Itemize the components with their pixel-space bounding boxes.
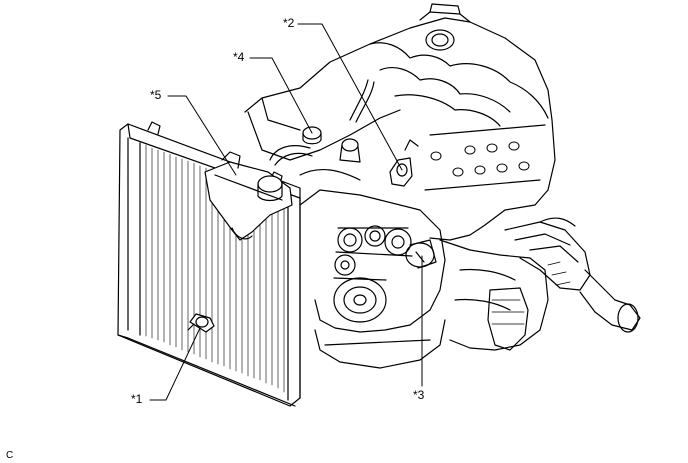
callout-label-4: *4: [233, 50, 245, 64]
callout-label-5: *5: [150, 88, 162, 102]
reservoir-tank: [204, 151, 293, 241]
leader-line-4: [249, 57, 313, 134]
leader-line-2: [297, 23, 403, 171]
leader-line-1: [149, 327, 201, 401]
callout-label-3: *3: [413, 388, 425, 402]
leader-lines: [149, 23, 423, 401]
callout-label-1: *1: [131, 392, 143, 406]
callout-label-2: *2: [283, 16, 295, 30]
radiator-core-fins: [145, 144, 285, 393]
engine-block: [244, 3, 641, 369]
radiator: [117, 121, 301, 407]
leader-line-5: [167, 95, 237, 176]
figure-code: C: [6, 450, 14, 461]
